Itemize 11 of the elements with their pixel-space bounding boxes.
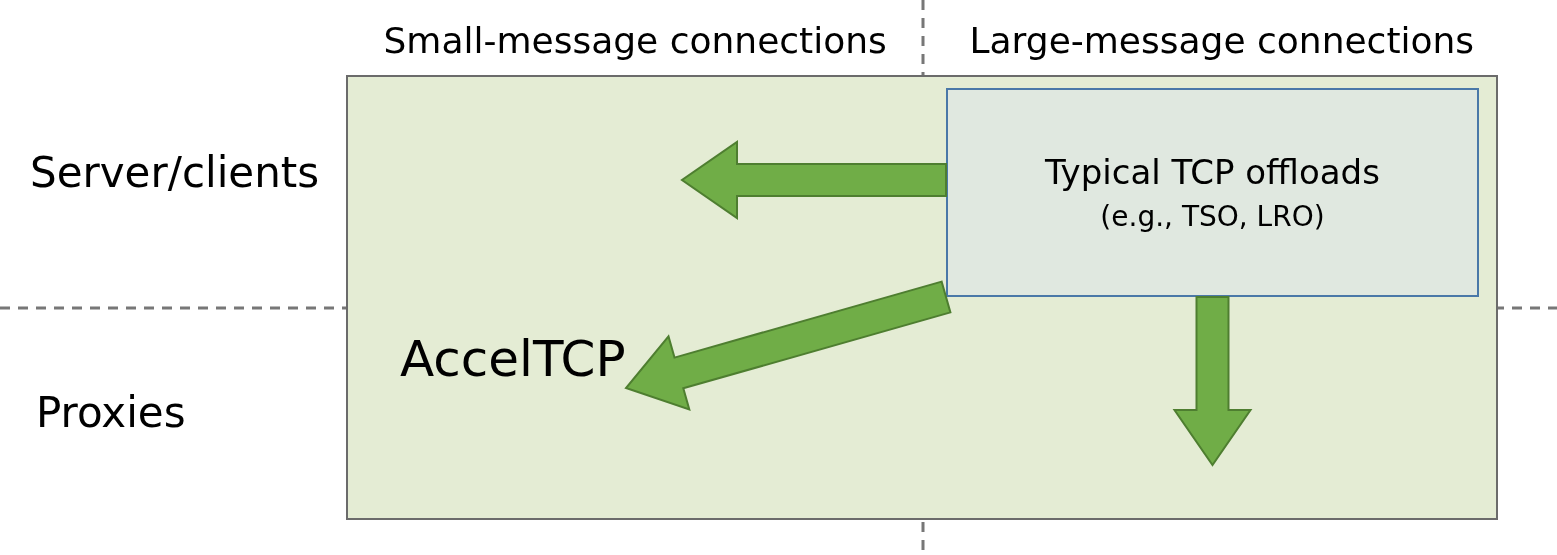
block-arrow — [680, 140, 947, 220]
column-header: Large-message connections — [969, 20, 1475, 61]
block-arrow — [624, 280, 952, 412]
row-header: Proxies — [36, 388, 186, 437]
block-arrow — [1172, 296, 1253, 467]
box-subtitle: (e.g., TSO, LRO) — [1100, 200, 1325, 233]
box-title: Typical TCP offloads — [1045, 152, 1380, 192]
system-label: AccelTCP — [400, 330, 626, 388]
offload-box — [946, 88, 1479, 297]
column-header: Small-message connections — [383, 20, 887, 61]
row-header: Server/clients — [30, 148, 320, 197]
